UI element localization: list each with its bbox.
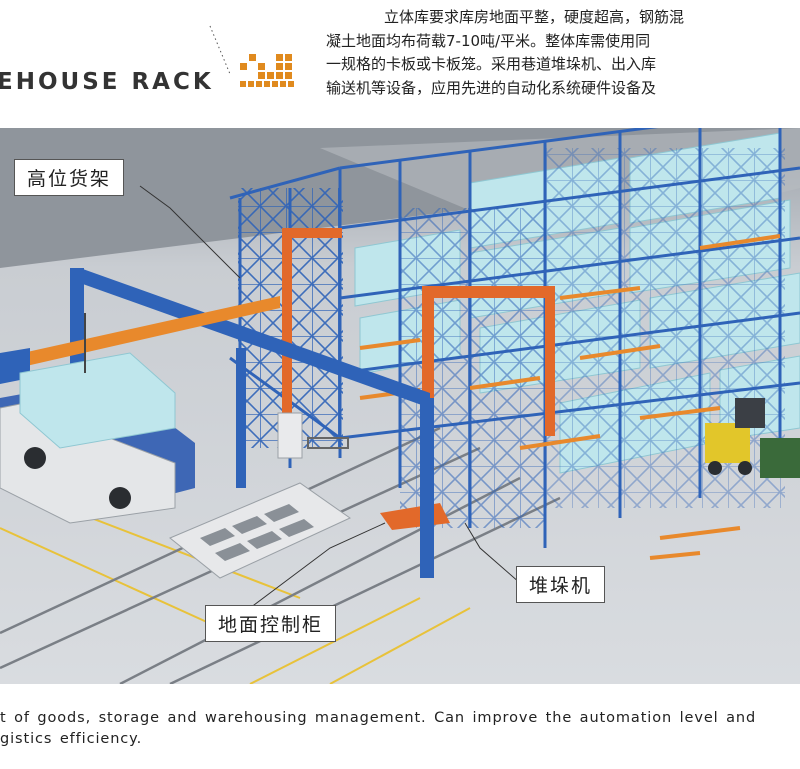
warehouse-scene [0,128,800,684]
callout-high-rack: 高位货架 [14,159,125,196]
header: EHOUSE RACK 立体库要求库房地面平整，硬度超高，钢筋混 [0,0,800,128]
brand-title: EHOUSE RACK [0,69,214,95]
description-line: 凝土地面均布荷载7-10吨/平米。整体库需使用同 [326,31,651,50]
callout-stacker-crane: 堆垛机 [516,566,606,603]
callout-ground-cabinet: 地面控制柜 [205,605,337,642]
description-line: 一规格的卡板或卡板笼。采用巷道堆垛机、出入库 [326,55,657,73]
footer-line: t of goods, storage and warehousing mana… [0,710,757,726]
description-english: t of goods, storage and warehousing mana… [0,708,800,768]
description-line: 立体库要求库房地面平整，硬度超高，钢筋混 [384,8,685,26]
description-line: 输送机等设备，应用先进的自动化系统硬件设备及 [326,78,657,97]
warehouse-illustration: 高位货架 堆垛机 地面控制柜 [0,128,800,684]
description-chinese: 立体库要求库房地面平整，硬度超高，钢筋混 凝土地面均布荷载7-10吨/平米。整体… [326,6,798,100]
footer-line: gistics efficiency. [0,731,143,747]
rack-logo-icon [209,25,294,87]
